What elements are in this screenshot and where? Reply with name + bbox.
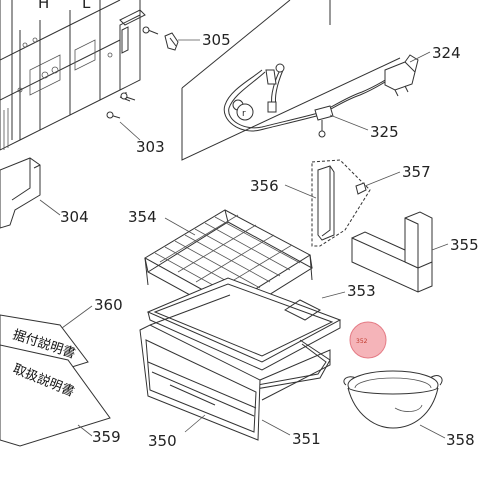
label-L: L xyxy=(82,0,91,12)
label-305: 305 xyxy=(202,31,231,49)
label-352: 352 xyxy=(356,338,368,345)
label-304: 304 xyxy=(60,208,89,226)
highlight-marker-352: 352 xyxy=(349,321,387,359)
side-bracket-304 xyxy=(0,157,41,229)
document-359: 取扱説明書 xyxy=(0,344,111,447)
label-350: 350 xyxy=(148,432,177,450)
label-353: 353 xyxy=(347,282,376,300)
screw-parts xyxy=(106,26,159,119)
l-bracket-355 xyxy=(351,211,433,293)
label-351: 351 xyxy=(292,430,321,448)
label-357: 357 xyxy=(402,163,431,181)
pot-358 xyxy=(343,370,443,429)
wire-handle-352 xyxy=(249,339,331,391)
label-325: 325 xyxy=(370,123,399,141)
label-359: 359 xyxy=(92,428,121,446)
drawer-350 xyxy=(139,294,331,441)
bracket-group-356-357 xyxy=(311,159,371,247)
label-H: H xyxy=(38,0,49,12)
label-360: 360 xyxy=(94,296,123,314)
chassis-frame xyxy=(0,0,146,151)
label-355: 355 xyxy=(450,236,479,254)
bracket-305 xyxy=(164,32,179,51)
label-354: 354 xyxy=(128,208,157,226)
label-356: 356 xyxy=(250,177,279,195)
cord-panel: r xyxy=(181,0,419,161)
svg-text:r: r xyxy=(242,109,246,119)
label-358: 358 xyxy=(446,431,475,449)
label-303: 303 xyxy=(136,138,165,156)
label-324: 324 xyxy=(432,44,461,62)
tray-353 xyxy=(146,277,342,371)
